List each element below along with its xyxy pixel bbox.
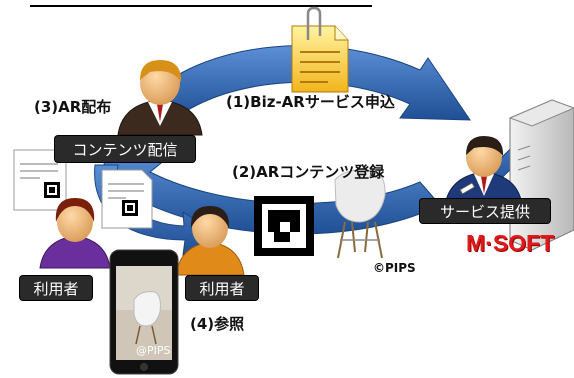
label-step3: (3)AR配布 bbox=[34, 98, 112, 116]
person-icon-user-right bbox=[175, 206, 245, 276]
arrow-top-to-service bbox=[149, 45, 471, 121]
person-icon-user-left bbox=[39, 198, 111, 269]
phone-credit: @PIPS bbox=[136, 344, 171, 357]
label-step1: (1)Biz-ARサービス申込 bbox=[226, 93, 395, 111]
server-icon bbox=[508, 99, 574, 251]
paperclip-icon bbox=[306, 6, 322, 40]
document-icon-marker-2 bbox=[101, 169, 153, 229]
smartphone-icon bbox=[109, 249, 179, 375]
label-step2: (2)ARコンテンツ登録 bbox=[232, 163, 385, 181]
ar-marker-icon bbox=[254, 196, 314, 256]
person-icon-provider bbox=[444, 136, 523, 206]
role-box-service-provider: サービス提供 bbox=[420, 199, 550, 223]
document-icon-marker-1 bbox=[13, 149, 67, 211]
role-box-user-right: 利用者 bbox=[186, 276, 258, 300]
chair-credit: ©PIPS bbox=[373, 261, 416, 275]
document-icon bbox=[291, 25, 349, 93]
chair-icon bbox=[334, 169, 386, 259]
label-step4: (4)参照 bbox=[190, 315, 245, 333]
brand-logo: M·SOFT bbox=[466, 230, 555, 256]
role-box-user-left: 利用者 bbox=[20, 276, 92, 300]
role-box-content-distributor: コンテンツ配信 bbox=[55, 136, 195, 162]
person-icon-distributor bbox=[117, 60, 203, 136]
